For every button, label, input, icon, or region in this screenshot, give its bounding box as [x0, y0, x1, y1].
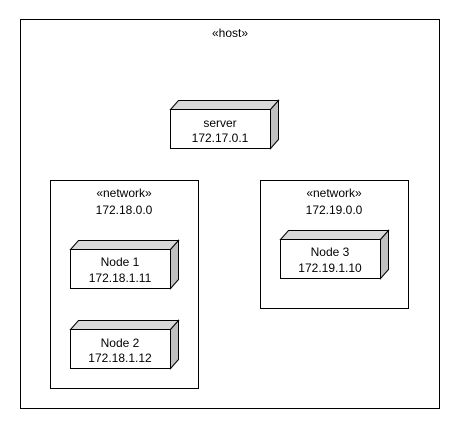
node-3-face	[280, 239, 381, 279]
network-frame-right: «network» 172.19.0.0 Node 3 172.19.1.10	[260, 180, 409, 309]
node-1-top	[69, 240, 180, 250]
node-1-ip: 172.18.1.11	[89, 271, 152, 285]
host-stereotype: «host»	[212, 26, 248, 40]
network-right-subnet: 172.19.0.0	[306, 203, 363, 217]
node-2-ip: 172.18.1.12	[88, 351, 152, 365]
node-3-top	[279, 230, 390, 240]
node-3: Node 3 172.19.1.10	[279, 229, 390, 280]
node-2: Node 2 172.18.1.12	[69, 319, 180, 370]
node-2-face	[70, 329, 171, 369]
node-1-face	[70, 249, 171, 289]
server-node-ip: 172.17.0.1	[192, 131, 249, 145]
network-left-subnet: 172.18.0.0	[96, 203, 153, 217]
server-node-side	[270, 99, 279, 150]
network-right-stereotype: «network»	[306, 186, 362, 200]
node-3-ip: 172.19.1.10	[298, 261, 362, 275]
node-1: Node 1 172.18.1.11	[69, 239, 180, 290]
node-3-name: Node 3	[311, 245, 350, 259]
server-node: server 172.17.0.1	[169, 99, 280, 150]
network-left-stereotype: «network»	[96, 186, 152, 200]
server-node-name: server	[203, 116, 236, 130]
node-2-top	[69, 320, 180, 330]
network-frame-left: «network» 172.18.0.0 Node 1 172.18.1.11 …	[50, 180, 199, 389]
server-node-face	[170, 109, 271, 149]
node-3-side	[380, 229, 389, 280]
node-2-side	[170, 319, 179, 370]
node-1-side	[170, 239, 179, 290]
node-1-name: Node 1	[101, 255, 140, 269]
node-2-name: Node 2	[101, 336, 140, 350]
server-node-top	[169, 100, 280, 110]
